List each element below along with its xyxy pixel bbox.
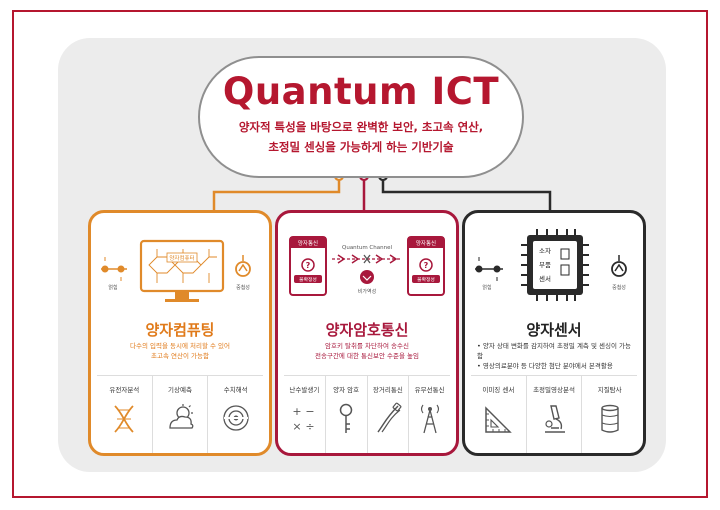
right-device-header <box>408 237 444 248</box>
desc-line-2: • 영상의료분야 등 다양한 첨단 분야에서 본격활용 <box>477 362 613 370</box>
left-badge <box>294 275 322 283</box>
application-label: 지질탐사 <box>597 386 622 394</box>
card-description: 암호키 탈취를 차단하여 송수신 전송구간에 대한 통신보안 수준을 높임 <box>286 341 448 361</box>
channel-label: Quantum Channel <box>342 245 392 251</box>
eavesdropper-mark <box>362 275 372 281</box>
channel-arrows-icon <box>332 254 402 264</box>
ruler-triangle-icon <box>485 406 513 433</box>
card-quantum-cryptography: 양자통신 ? 불확정성 양자통신 ? 불확정성 Quantum Channel … <box>275 210 459 456</box>
entanglement-label: 얽힘 <box>108 284 117 291</box>
svg-text:−: − <box>306 405 315 418</box>
application-row: 이미징 센서 초정밀영상분석 지질탐사 <box>471 375 637 453</box>
chip-icon <box>521 229 589 301</box>
quantum-computer-tag <box>166 252 198 263</box>
card-title: 양자컴퓨팅 <box>145 321 215 339</box>
fiber-cable-icon <box>377 402 402 433</box>
antenna-tower-icon <box>420 404 439 434</box>
monitor-icon <box>139 239 225 293</box>
desc-line-1: • 양자 상태 변화를 감지하여 초정밀 계측 및 센싱이 가능함 <box>477 342 631 360</box>
application-label: 초정밀영상분석 <box>533 386 575 394</box>
application-imaging-sensor: 이미징 센서 <box>471 376 527 453</box>
application-precision-imaging: 초정밀영상분석 <box>527 376 583 453</box>
application-long-distance: 장거리통신 <box>368 376 410 453</box>
card-quantum-computing: 양자컴퓨터 얽힘 중첩성 양자컴퓨팅 다수의 입력을 동시에 처리할 수 있어 … <box>88 210 272 456</box>
quantum-sensor-diagram: 소자 부품 센서 얽힘 중첩성 <box>475 229 627 301</box>
desc-line-1: 암호키 탈취를 차단하여 송수신 <box>325 342 409 350</box>
monitor-stand <box>175 291 189 299</box>
application-numerical: 수치해석 <box>208 376 263 453</box>
superposition-icon <box>611 255 627 277</box>
chip-label-3: 센서 <box>539 274 551 283</box>
card-title: 양자센서 <box>526 321 582 339</box>
subtitle-line-2: 초정밀 센싱을 가능하게 하는 기반기술 <box>268 140 454 154</box>
chip-label-2: 부품 <box>539 261 551 269</box>
right-badge-label: 불확정성 <box>417 276 435 283</box>
application-label: 양자 암호 <box>333 386 360 394</box>
dna-icon <box>114 405 134 433</box>
spiral-icon <box>223 405 249 431</box>
quantum-channel-diagram: 양자통신 ? 불확정성 양자통신 ? 불확정성 Quantum Channel … <box>289 236 445 296</box>
application-geological: 지질탐사 <box>582 376 637 453</box>
question-mark: ? <box>306 261 311 270</box>
weather-cloud-icon <box>169 404 194 429</box>
monitor-base <box>165 299 199 302</box>
hex-network-icon <box>148 249 217 283</box>
entanglement-icon <box>101 257 127 281</box>
desc-line-2: 초고속 연산이 가능함 <box>151 352 209 360</box>
question-icon <box>301 258 315 272</box>
application-label: 유무선통신 <box>414 386 445 394</box>
superposition-icon <box>235 255 251 277</box>
desc-line-1: 다수의 입력을 동시에 처리할 수 있어 <box>129 342 231 350</box>
card-description: 다수의 입력을 동시에 처리할 수 있어 초고속 연산이 가능함 <box>99 341 261 361</box>
microscope-icon <box>545 405 565 433</box>
card-description: • 양자 상태 변화를 감지하여 초정밀 계측 및 센싱이 가능함 • 영상의료… <box>477 341 635 371</box>
desc-line-2: 전송구간에 대한 통신보안 수준을 높임 <box>315 352 419 360</box>
right-device-label: 양자통신 <box>416 239 436 247</box>
application-label: 난수발생기 <box>289 386 320 394</box>
question-mark: ? <box>424 261 429 270</box>
application-row: 난수발생기 + − × ÷ 양자 암호 장거리통신 유무선통신 <box>284 375 450 453</box>
subtitle: 양자적 특성을 바탕으로 완벽한 보안, 초고속 연산, 초정밀 센싱을 가능하… <box>200 117 522 157</box>
application-row: 유전자분석 기상예측 수치해석 <box>97 375 263 453</box>
right-badge <box>412 275 440 283</box>
entanglement-label: 얽힘 <box>482 284 491 291</box>
superposition-label: 중첩성 <box>612 284 626 291</box>
application-genome: 유전자분석 <box>97 376 153 453</box>
quantum-computer-diagram: 양자컴퓨터 얽힘 중첩성 <box>101 239 251 302</box>
chip-label-1: 소자 <box>539 246 551 255</box>
left-badge-label: 불확정성 <box>299 276 317 283</box>
quantum-ict-box: Quantum ICT 양자적 특성을 바탕으로 완벽한 보안, 초고속 연산,… <box>198 56 524 178</box>
left-device-label: 양자통신 <box>298 239 318 247</box>
main-title: Quantum ICT <box>222 70 500 113</box>
svg-text:+: + <box>293 405 302 418</box>
subtitle-line-1: 양자적 특성을 바탕으로 완벽한 보안, 초고속 연산, <box>238 120 484 134</box>
svg-text:×: × <box>293 420 302 433</box>
application-label: 유전자분석 <box>109 386 140 394</box>
left-device-header <box>290 237 326 248</box>
superposition-label: 중첩성 <box>236 284 250 291</box>
question-icon <box>419 258 433 272</box>
application-label: 기상예측 <box>168 386 192 394</box>
entanglement-icon <box>475 257 503 281</box>
irreversibility-label: 비가역성 <box>358 288 376 295</box>
quantum-computer-label: 양자컴퓨터 <box>169 254 194 262</box>
svg-text:÷: ÷ <box>306 420 315 433</box>
math-operators-icon: + − × ÷ <box>293 405 315 433</box>
application-rng: 난수발생기 + − × ÷ <box>284 376 326 453</box>
application-label: 장거리통신 <box>372 386 403 394</box>
key-icon <box>339 403 353 433</box>
eavesdropper-icon <box>360 270 374 284</box>
application-label: 수치해석 <box>223 386 248 394</box>
application-quantum-crypto: 양자 암호 <box>326 376 368 453</box>
application-label: 이미징 센서 <box>482 386 515 394</box>
card-quantum-sensor: 소자 부품 센서 얽힘 중첩성 양자센서 • 양자 상태 변화를 감지하여 초정… <box>462 210 646 456</box>
application-wired-wireless: 유무선통신 <box>409 376 450 453</box>
card-title: 양자암호통신 <box>325 321 409 339</box>
barrel-icon <box>600 404 619 433</box>
application-weather: 기상예측 <box>153 376 209 453</box>
